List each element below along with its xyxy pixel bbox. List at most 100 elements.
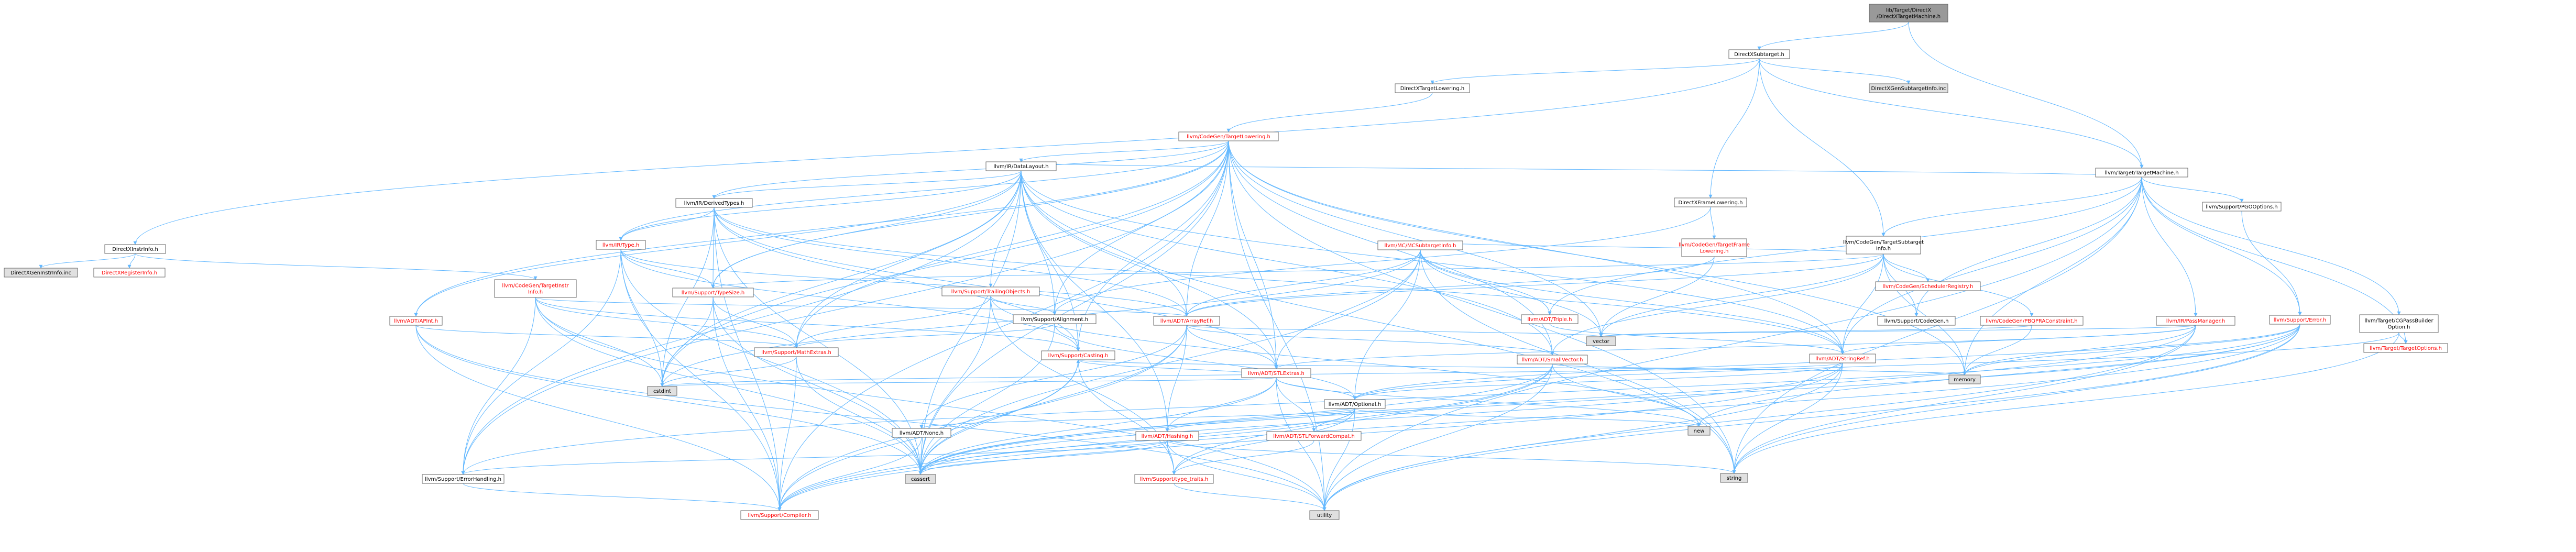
node-cgsr[interactable]: llvm/CodeGen/SchedulerRegistry.h: [1875, 281, 1981, 291]
dependency-edge-triple-sr: [1549, 323, 1845, 355]
dependency-edge-arr-vector: [1186, 325, 1603, 337]
node-box: [754, 347, 839, 357]
dependency-edge-mcsi-triple: [1420, 249, 1552, 315]
node-label: vector: [1593, 339, 1610, 345]
node-none[interactable]: llvm/ADT/None.h: [892, 428, 951, 438]
dependency-edge-dxsub-tm: [1759, 58, 2144, 169]
dependency-edge-mcsi-opt: [1353, 249, 1421, 400]
dependency-edge-dxsub-dxfl: [1708, 58, 1760, 198]
node-dxfl[interactable]: DirectXFrameLowering.h: [1674, 197, 1747, 207]
node-dxri[interactable]: DirectXRegisterInfo.h: [93, 268, 166, 278]
dependency-edge-dt-arr: [714, 207, 1189, 317]
node-sv[interactable]: llvm/ADT/SmallVector.h: [1517, 355, 1588, 365]
node-box: [1309, 510, 1340, 520]
node-box: [2269, 315, 2331, 325]
dependency-edge-mcsi-sr: [1420, 249, 1845, 355]
dependency-edge-dt-comp: [714, 207, 782, 511]
node-box: [985, 161, 1057, 171]
dependency-edge-cgtsi-mcsi: [1418, 240, 1884, 255]
dependency-edge-sr-opt: [1353, 362, 1843, 400]
node-root: lib/Target/DirectX/DirectXTargetMachine.…: [1869, 4, 1948, 23]
node-me[interactable]: llvm/Support/MathExtras.h: [754, 347, 839, 357]
node-tto[interactable]: llvm/Target/TargetOptions.h: [2363, 343, 2448, 353]
node-tt[interactable]: llvm/Support/type_traits.h: [1134, 474, 1214, 484]
dependency-edge-stc-me: [794, 295, 991, 348]
node-cgpbqp[interactable]: llvm/CodeGen/PBQPRAConstraint.h: [1980, 316, 2084, 326]
node-label: DirectXGenSubtargetInfo.inc: [1871, 86, 1946, 92]
dependency-edge-irt-cstdint: [620, 249, 664, 387]
node-label: llvm/Support/Compiler.h: [748, 513, 811, 518]
node-arr[interactable]: llvm/ADT/ArrayRef.h: [1153, 316, 1220, 326]
node-cgcg[interactable]: llvm/Support/CodeGen.h: [1877, 316, 1956, 326]
node-sal[interactable]: llvm/Support/Alignment.h: [1013, 314, 1097, 324]
node-dl[interactable]: llvm/IR/DataLayout.h: [985, 161, 1057, 171]
node-label: llvm/Support/type_traits.h: [1140, 477, 1208, 482]
node-new: new: [1687, 426, 1711, 436]
node-cgtl[interactable]: llvm/CodeGen/TargetLowering.h: [1178, 131, 1279, 141]
node-label: llvm/CodeGen/TargetLowering.h: [1187, 134, 1270, 140]
node-dxsub[interactable]: DirectXSubtarget.h: [1728, 49, 1790, 59]
dependency-edge-dl-eh: [461, 170, 1022, 475]
dependency-edge-dxtl-cgtl: [1226, 92, 1433, 133]
node-utility: utility: [1309, 510, 1340, 520]
node-opt[interactable]: llvm/ADT/Optional.h: [1324, 399, 1386, 409]
node-box: [494, 279, 577, 298]
dependency-edge-none-comp: [777, 437, 922, 511]
dependency-edge-cgtsi-vector: [1599, 253, 1884, 337]
dependency-edge-apint-comp: [415, 325, 782, 511]
dependency-edge-cgtl-string: [1228, 140, 1736, 474]
node-irt[interactable]: llvm/IR/Type.h: [596, 240, 646, 250]
dependency-edge-cgtsi-memory: [1883, 253, 1967, 376]
dependency-edge-tm-serr: [2141, 176, 2302, 316]
dependency-edge-irt-cast: [620, 249, 1080, 351]
dependency-edge-dl-stl: [1021, 170, 1278, 369]
dependency-edge-stl-opt: [1276, 377, 1357, 400]
node-label: llvm/Support/PGOOptions.h: [2206, 204, 2277, 210]
node-hash[interactable]: llvm/ADT/Hashing.h: [1135, 431, 1199, 441]
dependency-edge-cgtl-me: [794, 140, 1229, 348]
dependency-edge-serr-string: [1732, 324, 2300, 474]
node-stl[interactable]: llvm/ADT/STLExtras.h: [1241, 368, 1311, 378]
dependency-edge-pm-cassert: [918, 325, 2196, 475]
node-label: llvm/ADT/STLExtras.h: [1248, 371, 1305, 377]
dependency-edge-sv-utility: [1322, 363, 1553, 511]
node-serr[interactable]: llvm/Support/Error.h: [2269, 315, 2331, 325]
node-stc[interactable]: llvm/Support/TrailingObjects.h: [941, 286, 1040, 296]
node-box: [892, 428, 951, 438]
dependency-edge-apint-me: [415, 325, 798, 348]
node-dxtl[interactable]: DirectXTargetLowering.h: [1395, 83, 1470, 93]
node-label: llvm/Target/TargetOptions.h: [2370, 346, 2442, 351]
dependency-edge-sr-string: [1732, 362, 1843, 474]
node-tm[interactable]: llvm/Target/TargetMachine.h: [2095, 168, 2188, 178]
node-dt[interactable]: llvm/IR/DerivedTypes.h: [675, 198, 753, 208]
node-comp[interactable]: llvm/Support/Compiler.h: [740, 510, 819, 520]
node-triple[interactable]: llvm/ADT/Triple.h: [1521, 314, 1579, 324]
node-stlfc[interactable]: llvm/ADT/STLForwardCompat.h: [1266, 431, 1362, 441]
node-box: [1869, 83, 1948, 93]
dependency-edge-ts-comp: [712, 296, 782, 511]
node-mcsi[interactable]: llvm/MC/MCSubtargetInfo.h: [1377, 240, 1463, 250]
dependency-edge-arr-comp: [777, 325, 1187, 511]
node-apint[interactable]: llvm/ADT/APInt.h: [389, 316, 443, 326]
dependency-edge-serr-comp: [777, 324, 2300, 511]
dependency-edge-stl-cstdint: [661, 377, 1277, 387]
dependency-edge-cgtii-cassert: [535, 297, 923, 475]
node-box: [672, 288, 754, 297]
dependency-edge-opt-none: [919, 408, 1355, 429]
node-ts[interactable]: llvm/Support/TypeSize.h: [672, 288, 754, 297]
node-label: lib/Target/DirectX: [1886, 8, 1932, 14]
node-pgo[interactable]: llvm/Support/PGOOptions.h: [2202, 202, 2282, 212]
node-cast[interactable]: llvm/Support/Casting.h: [1041, 350, 1115, 360]
node-pm[interactable]: llvm/IR/PassManager.h: [2156, 316, 2235, 326]
dependency-edge-dl-stc: [989, 170, 1022, 288]
dependency-edge-dt-cast: [714, 207, 1080, 351]
node-sr[interactable]: llvm/ADT/StringRef.h: [1809, 354, 1876, 363]
node-box: [1869, 4, 1948, 23]
node-box: [740, 510, 819, 520]
node-eh[interactable]: llvm/Support/ErrorHandling.h: [422, 474, 505, 484]
node-dxii[interactable]: DirectXInstrInfo.h: [104, 244, 166, 254]
